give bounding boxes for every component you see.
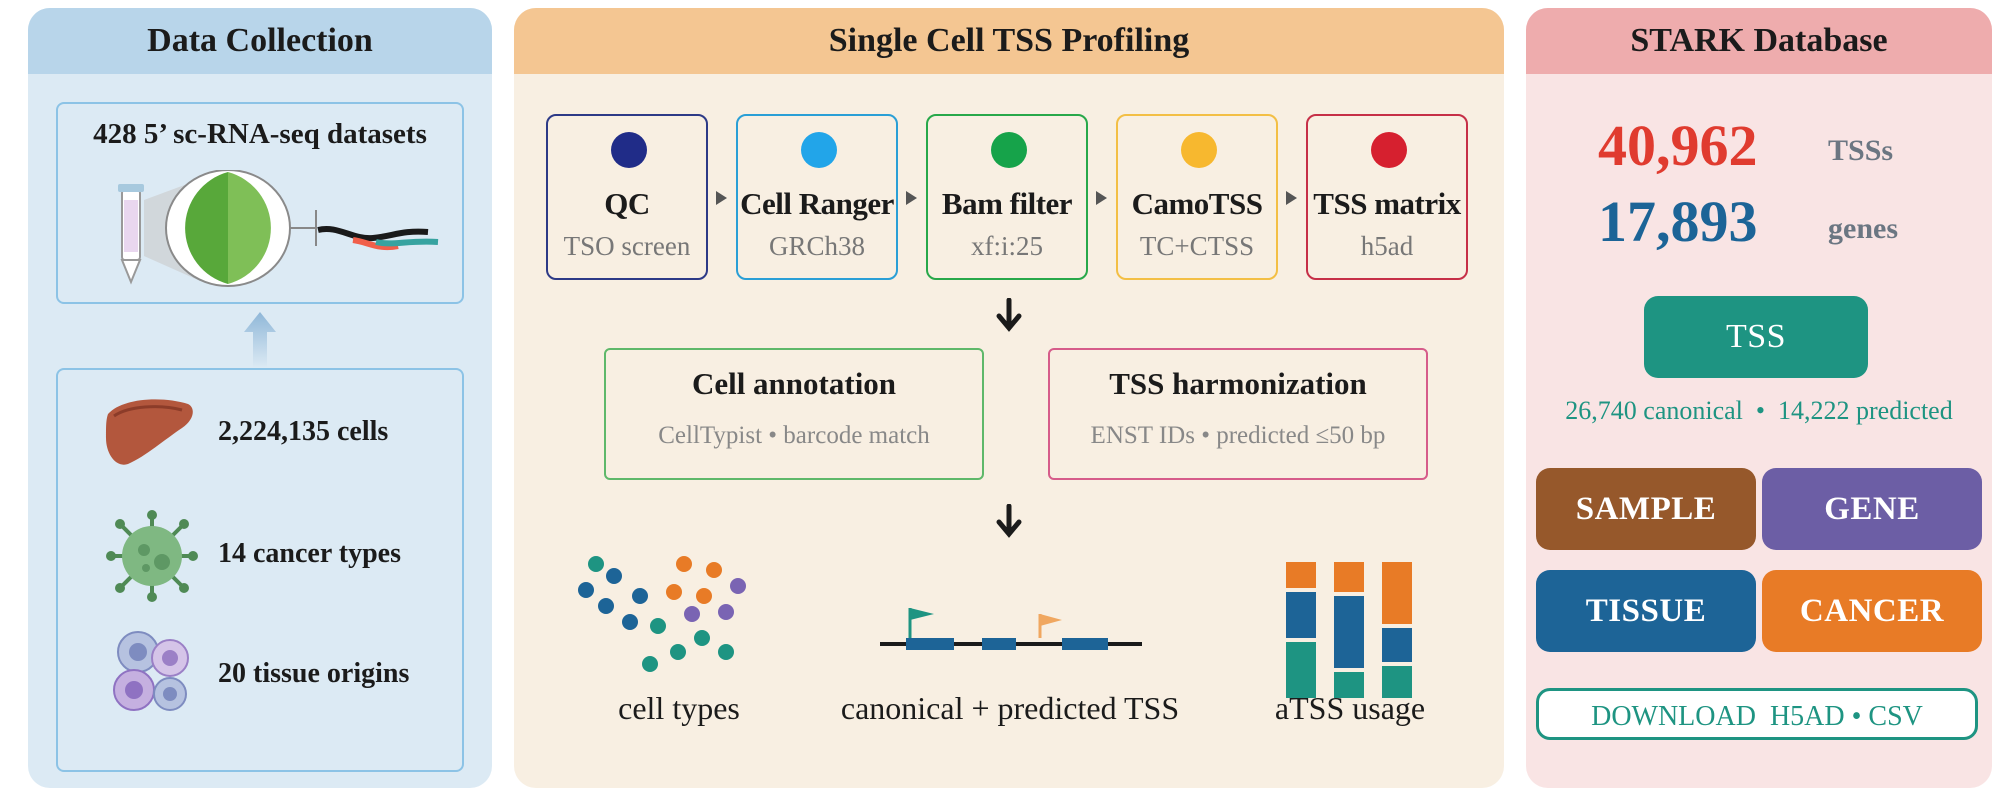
tss-harmonization-title: TSS harmonization [1109, 366, 1367, 401]
cell-annotation-sub: CellTypist • barcode match [658, 422, 930, 449]
profiling-panel: Single Cell TSS Profiling QC TSO screen … [514, 8, 1504, 788]
step-name: QC [604, 186, 650, 221]
step-sub: xf:i:25 [971, 231, 1043, 261]
cell-ranger-dot-icon [801, 132, 837, 168]
cancer-button[interactable]: CANCER [1762, 570, 1982, 652]
step-sub: h5ad [1360, 231, 1414, 261]
output-atss-usage: aTSS usage [1274, 690, 1426, 726]
step-name: CamoTSS [1131, 186, 1263, 221]
datasets-box: 428 5’ sc-RNA-seq datasets [56, 102, 464, 304]
stark-panel: STARK Database 40,962 TSSs 17,893 genes … [1526, 8, 1992, 788]
step-camotss: CamoTSS TC+CTSS [1116, 114, 1278, 280]
step-sub: GRCh38 [768, 231, 866, 261]
output-canonical-predicted: canonical + predicted TSS [840, 690, 1180, 726]
tss-breakdown: 26,740 canonical • 14,222 predicted [1565, 396, 1953, 425]
arrow-right-icon [906, 191, 917, 205]
step-bam-filter: Bam filter xf:i:25 [926, 114, 1088, 280]
datasets-label: 428 5’ sc-RNA-seq datasets [93, 118, 427, 150]
cells-count-label: 2,224,135 cells [218, 416, 389, 447]
profiling-title: Single Cell TSS Profiling [514, 8, 1504, 74]
step-sub: TC+CTSS [1139, 231, 1255, 261]
camotss-dot-icon [1181, 132, 1217, 168]
arrow-right-icon [1096, 191, 1107, 205]
tss-count-label: TSSs [1828, 134, 1894, 167]
step-name: Cell Ranger [740, 186, 894, 221]
tissue-button[interactable]: TISSUE [1536, 570, 1756, 652]
gene-count: 17,893 [1598, 189, 1758, 254]
step-name: TSS matrix [1313, 186, 1461, 221]
tss-harmonization-sub: ENST IDs • predicted ≤50 bp [1090, 422, 1386, 449]
liver-icon [106, 399, 193, 465]
step-qc: QC TSO screen [546, 114, 708, 280]
tss-harmonization-box: TSS harmonization ENST IDs • predicted ≤… [1048, 348, 1428, 480]
sample-button[interactable]: SAMPLE [1536, 468, 1756, 550]
up-arrow-icon [244, 312, 276, 368]
step-cell-ranger: Cell Ranger GRCh38 [736, 114, 898, 280]
step-sub: TSO screen [563, 231, 691, 261]
down-arrow-icon [996, 504, 1022, 538]
stats-box: 2,224,135 cells 14 cancer types [56, 368, 464, 772]
cancer-types-label: 14 cancer types [218, 538, 401, 569]
gene-model-icon [880, 608, 1142, 650]
bam-filter-dot-icon [991, 132, 1027, 168]
virus-icon [106, 510, 198, 602]
tss-count: 40,962 [1598, 113, 1758, 178]
data-collection-panel: Data Collection 428 5’ sc-RNA-seq datase… [28, 8, 492, 788]
cell-annotation-title: Cell annotation [691, 366, 897, 401]
cell-types-scatter-icon [578, 556, 746, 672]
atss-usage-chart-icon [1286, 562, 1412, 698]
gene-count-label: genes [1828, 212, 1898, 245]
tissue-origins-label: 20 tissue origins [218, 658, 410, 689]
cell-annotation-box: Cell annotation CellTypist • barcode mat… [604, 348, 984, 480]
arrow-right-icon [1286, 191, 1297, 205]
qc-dot-icon [611, 132, 647, 168]
stark-title: STARK Database [1526, 8, 1992, 74]
data-collection-title: Data Collection [28, 8, 492, 74]
tss-matrix-dot-icon [1371, 132, 1407, 168]
down-arrow-icon [996, 298, 1022, 332]
step-tss-matrix: TSS matrix h5ad [1306, 114, 1468, 280]
download-button[interactable]: DOWNLOAD H5AD • CSV [1536, 688, 1978, 740]
step-name: Bam filter [941, 186, 1073, 221]
gene-button[interactable]: GENE [1762, 468, 1982, 550]
output-cell-types: cell types [618, 690, 740, 726]
tss-button[interactable]: TSS [1644, 296, 1868, 378]
sequencing-illustration-icon [118, 170, 439, 287]
cells-icon [113, 631, 189, 711]
arrow-right-icon [716, 191, 727, 205]
